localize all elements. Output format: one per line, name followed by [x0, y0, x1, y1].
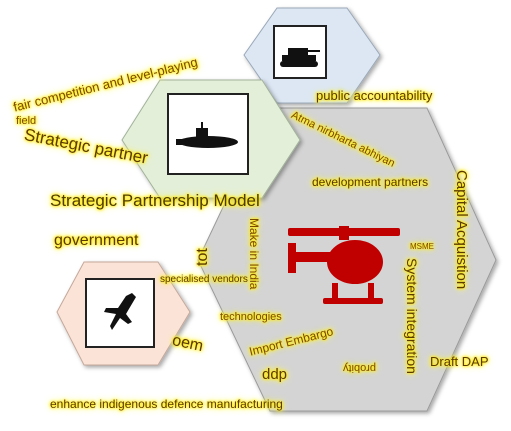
submarine-icon [167, 93, 249, 175]
word-capital-acquisition: Capital Acquistion [453, 170, 470, 290]
word-make-in-india: Make in India [247, 218, 261, 290]
word-government: government [54, 232, 139, 249]
word-field: field [16, 115, 37, 127]
word-specialised-vendors: specialised vendors [160, 274, 248, 285]
word-system-integration: System integration [404, 258, 420, 374]
word-draft-dap: Draft DAP [430, 354, 489, 369]
word-technologies: technologies [220, 311, 282, 323]
helicopter-icon [288, 226, 400, 304]
word-ddp: ddp [262, 366, 288, 383]
word-probity: probity [342, 362, 376, 374]
word-public-accountability: public accountability [316, 88, 433, 103]
word-enhance: enhance indigenous defence manufacturing [50, 397, 283, 411]
word-msme: MSME [410, 242, 434, 251]
word-development-partners: development partners [312, 175, 429, 189]
word-strategic-partnership-model: Strategic Partnership Model [50, 191, 260, 210]
word-tot: tot [194, 248, 211, 266]
tank-icon [273, 25, 327, 79]
fighter-jet-icon [85, 278, 155, 348]
